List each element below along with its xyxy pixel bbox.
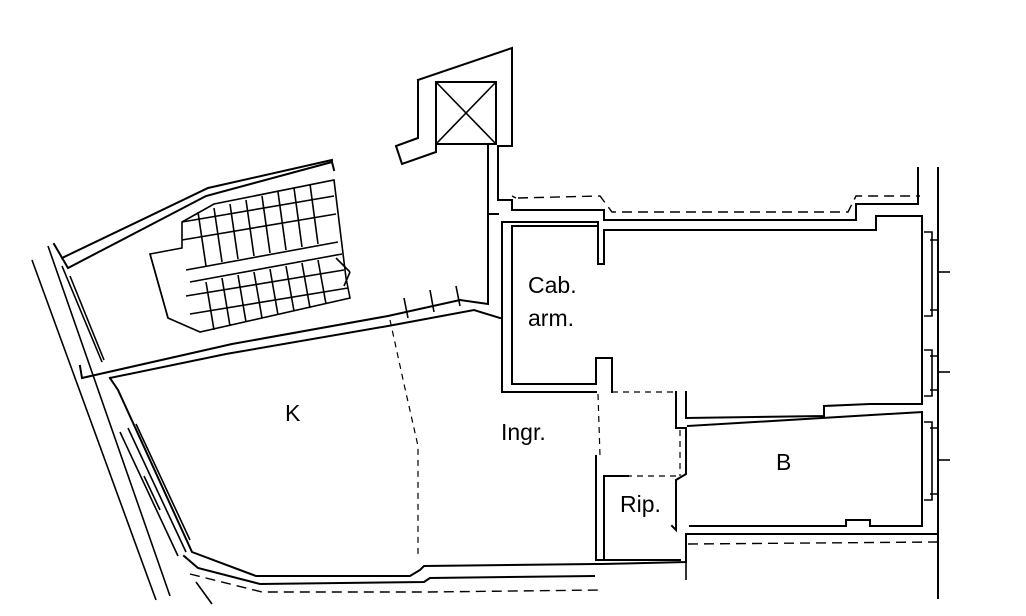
room-right (685, 167, 950, 599)
label-kitchen: K (285, 400, 301, 426)
left-exterior-wall (31, 245, 171, 601)
label-bathroom: B (776, 449, 791, 475)
room-kitchen (108, 319, 601, 605)
corridor-wall (78, 213, 502, 380)
label-wardrobe-line2: arm. (528, 305, 574, 331)
label-entrance: Ingr. (501, 419, 546, 445)
staircase (52, 158, 351, 333)
label-storage: Rip. (620, 491, 661, 517)
elevator-shaft (394, 46, 513, 215)
room-wardrobe (497, 195, 923, 393)
label-wardrobe-line1: Cab. (528, 272, 577, 298)
room-storage (595, 391, 687, 565)
